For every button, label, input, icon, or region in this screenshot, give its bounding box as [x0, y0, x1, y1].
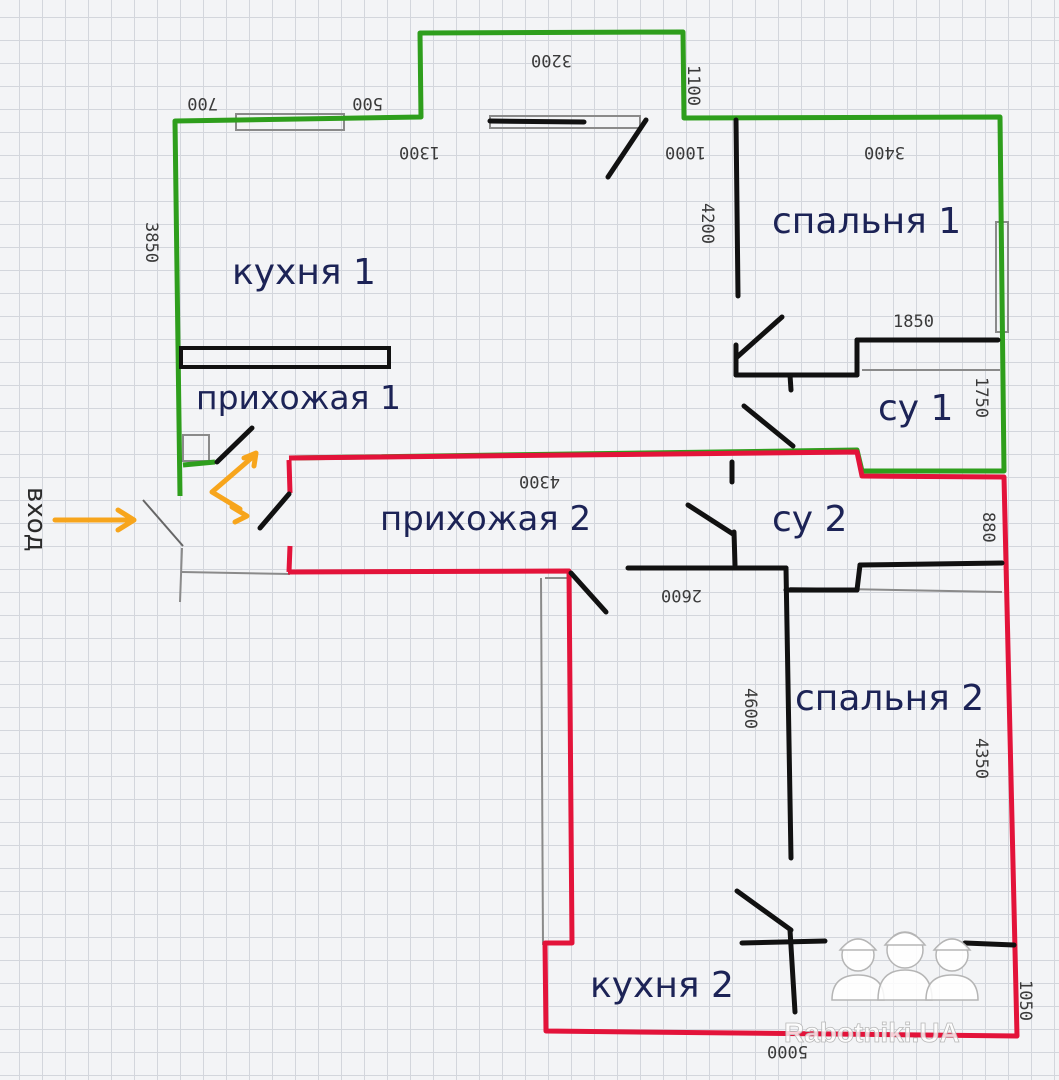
dim-kitchen1-depth: 3850 — [141, 222, 161, 263]
watermark-logo — [831, 931, 979, 1001]
entrance-door — [142, 499, 184, 547]
dim-kitchen-window: 1300 — [399, 142, 440, 162]
bath1-door — [741, 403, 796, 449]
dim-bath1-depth: 1750 — [971, 377, 991, 418]
dim-bedroom1-depth: 4200 — [697, 203, 717, 244]
bedroom1-door — [733, 314, 785, 361]
room-label-hallway1: прихожая 1 — [196, 378, 401, 417]
dim-bedroom2-right: 4350 — [971, 738, 991, 779]
apartment2-outline — [286, 449, 1020, 1039]
dim-window-offset: 500 — [352, 93, 383, 113]
bath2-door — [685, 502, 736, 537]
split-arrow — [209, 452, 258, 512]
room-label-hallway2: прихожая 2 — [380, 499, 591, 539]
room-label-bedroom1: спальня 1 — [772, 201, 961, 242]
dim-bath2-depth: 880 — [978, 512, 998, 543]
room-labels: кухня 1 спальня 1 прихожая 1 су 1 прихож… — [196, 201, 984, 1006]
room-label-kitchen1: кухня 1 — [232, 252, 376, 293]
dim-hallway2-length: 4300 — [519, 471, 560, 491]
room-label-bath1: су 1 — [878, 388, 953, 429]
dim-balcony-width: 3200 — [531, 50, 572, 70]
door-swings — [214, 117, 796, 933]
interior-walls — [179, 117, 1017, 1015]
hallway1-door — [214, 425, 255, 465]
wall-kitchen1-bedroom1 — [733, 117, 741, 299]
balcony-door — [605, 117, 649, 180]
kitchen2-door — [568, 570, 609, 615]
entrance-label: вход — [21, 487, 51, 552]
dim-bedroom2-depth: 4600 — [740, 688, 760, 729]
dim-bath2-width: 2600 — [661, 585, 702, 605]
room-label-bedroom2: спальня 2 — [795, 678, 984, 719]
dim-bedroom1-width: 3400 — [864, 142, 905, 162]
dim-kitchen2-width: 5000 — [767, 1041, 808, 1061]
dim-bath1-width: 1850 — [893, 312, 934, 332]
dim-kitchen2-depth: 1050 — [1015, 980, 1035, 1021]
room-label-kitchen2: кухня 2 — [590, 965, 734, 1006]
room-label-bath2: су 2 — [772, 499, 847, 540]
dim-balcony-door: 1000 — [665, 142, 706, 162]
entry-arrows — [52, 450, 259, 533]
dimension-annotations: 3200 1100 700 500 1300 1000 3400 3850 42… — [141, 50, 1035, 1061]
dim-window-left: 700 — [187, 93, 218, 113]
hallway2-door — [257, 491, 292, 531]
bedroom2-door — [734, 888, 794, 933]
watermark-text: Rabotniki.UA — [784, 1017, 960, 1048]
dim-balcony-depth: 1100 — [683, 65, 703, 106]
